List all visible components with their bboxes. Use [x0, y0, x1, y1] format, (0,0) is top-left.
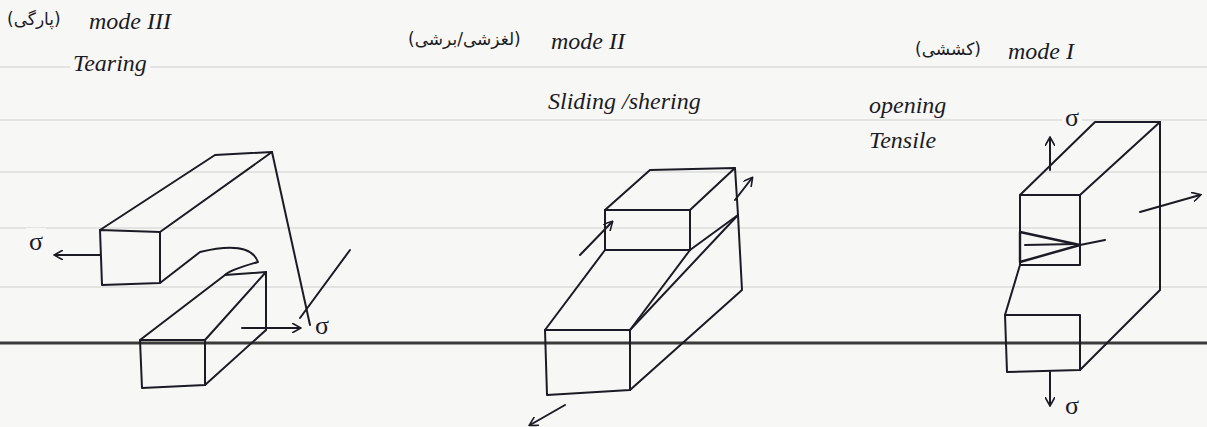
ruled-lines [0, 67, 1207, 287]
sliding-specimen [530, 168, 752, 425]
mode-name: opening [866, 92, 949, 118]
page-rule [0, 342, 1207, 345]
mode-name: Tearing [70, 50, 150, 76]
mode-name: Tensile [866, 127, 939, 153]
persian-caption: (کششی) [912, 40, 984, 59]
tearing-specimen [55, 152, 350, 388]
opening-specimen [1005, 122, 1200, 405]
stress-symbol: σ [1062, 392, 1082, 421]
persian-caption: (لغزشی/برشی) [405, 30, 524, 49]
stress-symbol: σ [1062, 104, 1082, 133]
persian-caption: (پارگی) [4, 10, 64, 29]
mode-heading: mode I [1005, 38, 1077, 64]
stress-symbol: σ [312, 312, 332, 341]
mode-heading: mode II [548, 28, 628, 54]
mode-name: Sliding /shering [545, 88, 704, 114]
mode-heading: mode III [86, 8, 174, 34]
stress-symbol: σ [26, 228, 46, 257]
